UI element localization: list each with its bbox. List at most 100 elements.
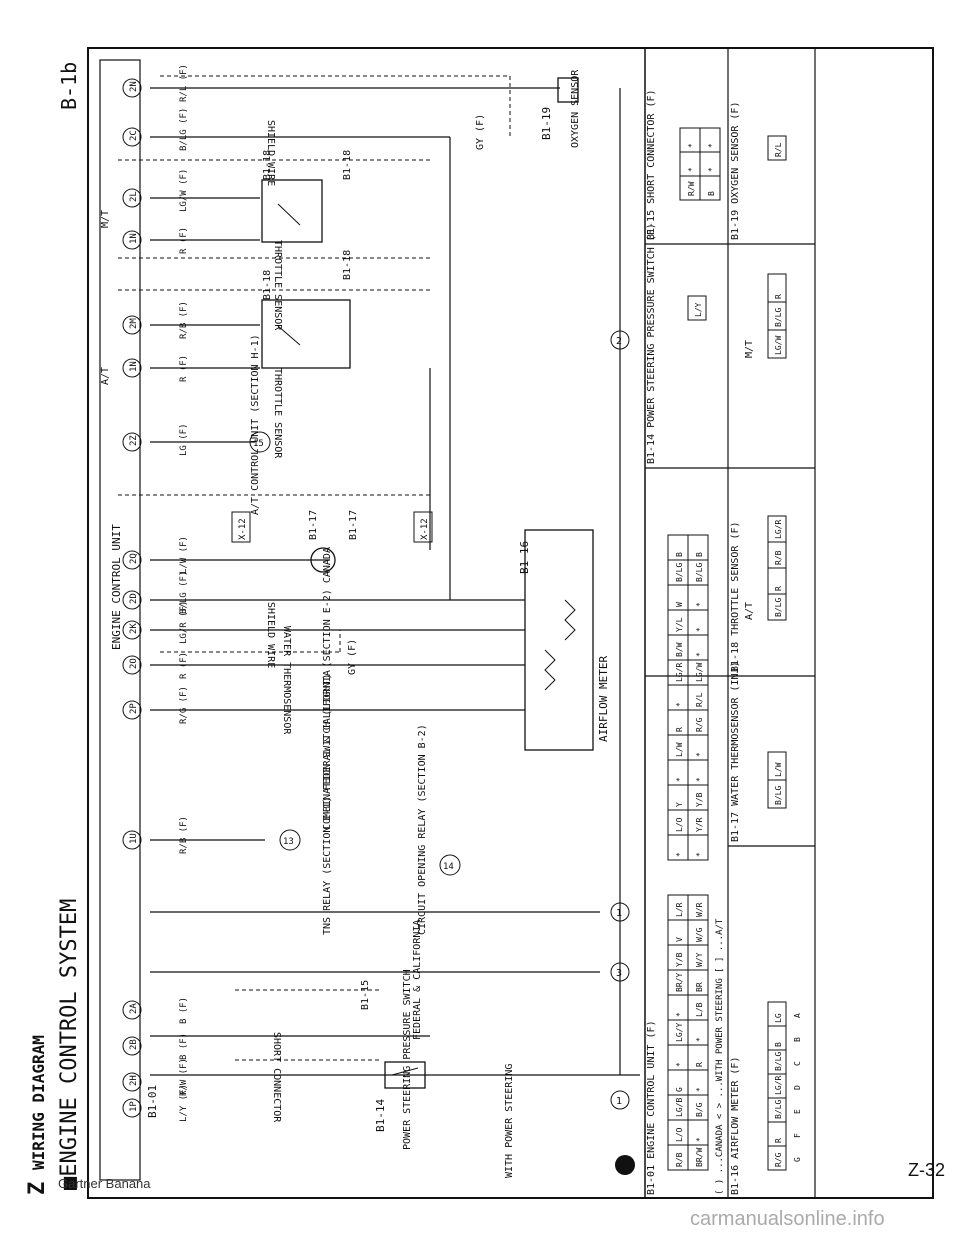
atcu-note: A/T CONTROL UNIT (SECTION H-1)	[250, 334, 261, 515]
terminal-2k	[122, 620, 142, 640]
water-thermosensor-symbol	[310, 547, 336, 573]
oxygen-sensor-label: OXYGEN SENSOR	[570, 69, 581, 148]
wire-color-label: R/G (F)	[179, 686, 189, 724]
b117-label-b: B1-17	[348, 510, 359, 540]
ecu-pin-label: LG/W	[695, 663, 704, 682]
terminal-2c	[122, 127, 142, 147]
terminal-label: 2N	[129, 81, 139, 92]
tns-relay-note: TNS RELAY (SECTION E-1) FEDERAL & CALIFO…	[322, 670, 333, 935]
ground-4	[610, 330, 630, 350]
x12-label-b: X-12	[420, 518, 430, 540]
terminal-label: 2K	[129, 623, 139, 634]
b119-pin-label: R/L	[774, 142, 783, 157]
ecu-pin-label: B/LG	[675, 563, 684, 582]
terminal-1n	[122, 230, 142, 250]
terminal-label: 2P	[129, 703, 139, 714]
b116-pin-letter: D	[793, 1085, 802, 1090]
combination-switch-note: COMBINATION SWITCH (LIGHT) (SECTION E-2)…	[322, 547, 333, 830]
wire-color-label: B (F)	[179, 1033, 189, 1060]
terminal-2p	[122, 700, 142, 720]
ecu-pin-label: B/W	[675, 642, 684, 657]
ecu-pin-label: L/W	[675, 742, 684, 757]
at-label: A/T	[100, 367, 111, 385]
gy-label: GY (F)	[475, 114, 486, 150]
b116-pin-letter: E	[793, 1109, 802, 1114]
ecu-pin-label: *	[695, 602, 704, 607]
connector-ref-14	[439, 854, 461, 876]
ecu-pin-label: Y/B	[695, 792, 704, 807]
b116-connector-title: B1-16 AIRFLOW METER (F)	[730, 1057, 741, 1195]
ecu-pin-label: R/G	[695, 717, 704, 732]
ecu-pin-label: BR	[695, 982, 704, 992]
terminal-2b	[122, 1036, 142, 1056]
b116-pin-label: B/LG	[774, 1100, 783, 1119]
wire-color-label: R/W (F)	[179, 1058, 189, 1096]
ps-switch-label: POWER STEERING PRESSURE SWITCH	[402, 969, 413, 1150]
b116-pin-label: LG/R	[774, 1076, 783, 1095]
terminal-2n	[122, 78, 142, 98]
diagram-frame	[87, 47, 934, 1199]
b117-label-a: B1-17	[308, 510, 319, 540]
terminal-2d	[122, 590, 142, 610]
ground-label-4: 2	[616, 336, 622, 347]
b117-connector-title: B1-17 WATER THERMOSENSOR (INJ)	[730, 661, 741, 842]
terminal-label: 1N	[129, 361, 139, 372]
b115-pin-label: B	[707, 191, 716, 196]
terminal-label: 1U	[129, 833, 139, 844]
wire-color-label: R/B (F)	[179, 301, 189, 339]
b118-at-pin-label: R/B	[774, 550, 783, 565]
ecu-pin-label: *	[695, 752, 704, 757]
terminal-label: 2H	[129, 1075, 139, 1086]
b117-pin	[767, 751, 787, 781]
ecu-pin-label: *	[675, 852, 684, 857]
b114-pin	[687, 295, 707, 321]
connector-ref-14-label: 14	[443, 862, 454, 872]
ecu-pin-label: Y/R	[695, 817, 704, 832]
section-letter: Z	[25, 1182, 50, 1195]
b117-pin-label: B/LG	[774, 786, 783, 805]
terminal-label: 2Z	[129, 435, 139, 446]
ecu-pin-label: *	[695, 1037, 704, 1042]
ecu-pin-label: Y/B	[675, 952, 684, 967]
terminal-2h	[122, 1072, 142, 1092]
small-connectors: R/GRB/LGLG/RB/LGBLGGFEDCBAB/LGL/WB/LGRR/…	[679, 127, 802, 1171]
ecu-pin-label: *	[695, 852, 704, 857]
diagram-title: WIRING DIAGRAM	[29, 1035, 48, 1170]
wire-color-label: B/LG (F)	[179, 108, 189, 151]
b119-connector-title: B1-19 OXYGEN SENSOR (F)	[730, 102, 741, 240]
ecu-pin-cell	[687, 534, 709, 561]
b118-at-pin-label: LG/R	[774, 520, 783, 539]
throttle-sensor-at	[261, 299, 351, 369]
b115-pin-label: *	[687, 167, 696, 172]
ecu-pin-label: W/Y	[695, 952, 704, 967]
ground-label-2: 3	[616, 968, 622, 979]
ground-3	[610, 902, 630, 922]
b114-pin-label: L/Y	[694, 302, 703, 317]
watermark-bottom: carmanualsonline.info	[690, 1208, 885, 1230]
throttle-label-mt: THROTTLE SENSOR	[272, 240, 283, 331]
b115-pin-label: *	[707, 167, 716, 172]
wire-color-label: L/W (F)	[179, 536, 189, 574]
ecu-pin-label: *	[695, 1137, 704, 1142]
b118-at-pin-label: B/LG	[774, 598, 783, 617]
ecu-pin-label: B/G	[695, 1102, 704, 1117]
ecu-pin-label: W/G	[695, 927, 704, 942]
b115-pin	[699, 127, 721, 153]
b118-mt-label: M/T	[744, 340, 755, 358]
terminal-label: 2A	[129, 1003, 139, 1014]
ecu-pin-label: LG/R	[675, 663, 684, 682]
circuit-opening-relay-note: CIRCUIT OPENING RELAY (SECTION B-2)	[417, 724, 428, 935]
b116-pin-label: LG	[774, 1013, 783, 1023]
airflow-meter-box	[524, 529, 594, 751]
ecu-pin-label: *	[675, 1062, 684, 1067]
wire-color-label: LG/R (F)	[179, 601, 189, 644]
ecu-pin-label: G	[675, 1087, 684, 1092]
ps-switch-symbol	[384, 1061, 426, 1089]
ecu-pin-label: *	[675, 1012, 684, 1017]
b118-mt-pin	[767, 273, 787, 303]
b118-connector-title: B1-18 THROTTLE SENSOR (F)	[730, 521, 741, 672]
b116-label: B1-16	[518, 541, 531, 574]
short-connector-label: SHORT CONNECTOR	[271, 1032, 282, 1123]
wire-color-label: B (F)	[179, 997, 189, 1024]
